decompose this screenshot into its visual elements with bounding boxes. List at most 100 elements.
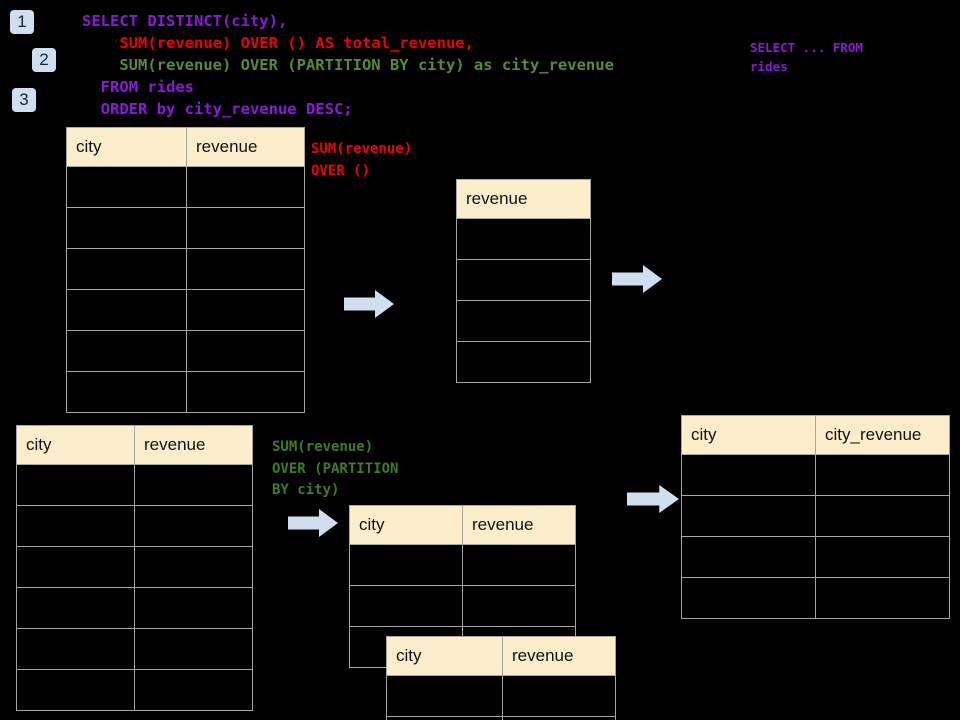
table-row: [16, 669, 253, 711]
table-row: [349, 585, 576, 627]
table-cell: [66, 207, 187, 249]
table-header-row: revenue: [456, 179, 591, 219]
arrow-partition-to-result: [627, 484, 679, 514]
table-row: [681, 577, 950, 619]
table-row: [456, 300, 591, 342]
sql-line-3: SUM(revenue) OVER (PARTITION BY city) as…: [82, 56, 614, 74]
table-row: [66, 371, 305, 413]
annotation-select-from-rides: SELECT ... FROM rides: [750, 40, 863, 74]
table-cell: [16, 464, 135, 506]
annotation-sum-over-empty: SUM(revenue) OVER (): [311, 141, 413, 179]
table-cell: [66, 330, 187, 372]
table-cell: [502, 716, 616, 720]
table-cell: [186, 248, 305, 290]
sql-query-block: SELECT DISTINCT(city), SUM(revenue) OVER…: [82, 10, 614, 120]
column-header-revenue: revenue: [134, 425, 253, 465]
table-cell: [16, 546, 135, 588]
table-cell: [462, 544, 576, 586]
annotation-sum-over-partition: SUM(revenue) OVER (PARTITION BY city): [272, 439, 399, 498]
table-row: [386, 716, 616, 720]
table-row: [349, 544, 576, 586]
table-cell: [66, 371, 187, 413]
table-cell: [815, 536, 950, 578]
arrow-total-to-result: [612, 264, 662, 294]
table-cell: [456, 341, 591, 383]
table-row: [456, 259, 591, 301]
table-cell: [456, 300, 591, 342]
column-header-revenue: revenue: [456, 179, 591, 219]
table-cell: [134, 587, 253, 629]
table-cell: [134, 628, 253, 670]
table-cell: [815, 495, 950, 537]
table-cell: [66, 289, 187, 331]
table-cell: [66, 248, 187, 290]
table-row: [16, 464, 253, 506]
table-cell: [16, 628, 135, 670]
table-row: [16, 587, 253, 629]
table-row: [16, 505, 253, 547]
table-cell: [502, 675, 616, 717]
table-row: [16, 628, 253, 670]
sql-line-5: ORDER by city_revenue DESC;: [82, 100, 353, 118]
column-header-revenue: revenue: [462, 505, 576, 545]
arrow-source-to-total: [344, 289, 394, 319]
table-cell: [462, 585, 576, 627]
table-row: [16, 546, 253, 588]
step-badge-1: 1: [10, 10, 34, 34]
sql-line-1: SELECT DISTINCT(city),: [82, 12, 288, 30]
column-header-city: city: [66, 127, 187, 167]
table-cell: [186, 371, 305, 413]
sql-line-4: FROM rides: [82, 78, 194, 96]
table-row: [66, 248, 305, 290]
table-cell: [386, 675, 503, 717]
total-revenue-table: revenue: [456, 179, 591, 383]
step-badge-3: 3: [12, 88, 36, 112]
table-cell: [186, 289, 305, 331]
column-header-city: city: [16, 425, 135, 465]
table-row: [681, 495, 950, 537]
step-badge-2: 2: [32, 48, 56, 72]
arrow-source-to-partition: [288, 508, 338, 538]
column-header-city: city: [386, 636, 503, 676]
table-cell: [681, 577, 816, 619]
table-cell: [16, 587, 135, 629]
table-cell: [681, 454, 816, 496]
table-cell: [681, 495, 816, 537]
table-cell: [134, 464, 253, 506]
table-cell: [186, 330, 305, 372]
table-row: [456, 341, 591, 383]
table-cell: [16, 669, 135, 711]
table-cell: [386, 716, 503, 720]
table-row: [681, 536, 950, 578]
column-header-revenue: revenue: [186, 127, 305, 167]
table-cell: [456, 259, 591, 301]
table-cell: [815, 454, 950, 496]
table-cell: [134, 505, 253, 547]
column-header-city_revenue: city_revenue: [815, 415, 950, 455]
table-row: [681, 454, 950, 496]
table-cell: [349, 544, 463, 586]
table-cell: [456, 218, 591, 260]
table-cell: [186, 166, 305, 208]
table-cell: [815, 577, 950, 619]
table-row: [66, 207, 305, 249]
table-row: [66, 330, 305, 372]
table-cell: [66, 166, 187, 208]
column-header-city: city: [681, 415, 816, 455]
table-row: [66, 289, 305, 331]
sql-line-2: SUM(revenue) OVER () AS total_revenue,: [82, 34, 474, 52]
column-header-city: city: [349, 505, 463, 545]
table-cell: [16, 505, 135, 547]
column-header-revenue: revenue: [502, 636, 616, 676]
table-cell: [134, 546, 253, 588]
table-cell: [349, 585, 463, 627]
